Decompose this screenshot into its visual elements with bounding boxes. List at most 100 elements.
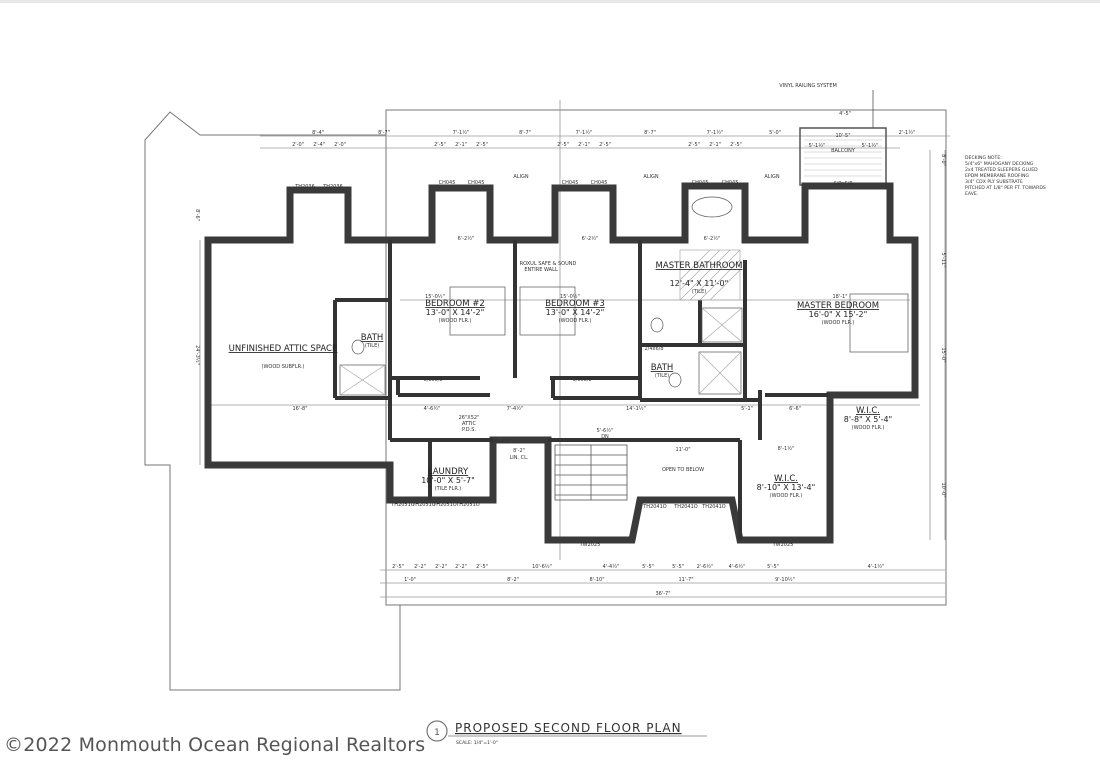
svg-text:TW2025: TW2025: [772, 542, 794, 548]
room-label-balcony: BALCONY: [831, 148, 856, 154]
svg-text:5'-0": 5'-0": [769, 130, 781, 136]
exterior-walls: [204, 182, 919, 544]
svg-text:CH045: CH045: [439, 180, 456, 186]
svg-text:(TILE): (TILE): [692, 289, 706, 295]
svg-text:2'-1½": 2'-1½": [899, 129, 916, 136]
svg-text:(WOOD FLR.): (WOOD FLR.): [770, 493, 803, 499]
svg-text:2'-1": 2'-1": [709, 142, 721, 148]
svg-text:8'-0": 8'-0": [940, 154, 946, 166]
svg-text:CH045: CH045: [722, 180, 739, 186]
svg-text:2'-2": 2'-2": [414, 564, 426, 570]
svg-text:3/4" CDX PLY SUBSTRATE: 3/4" CDX PLY SUBSTRATE: [965, 179, 1023, 185]
svg-text:2'-5": 2'-5": [688, 142, 700, 148]
svg-text:2/4x6/8: 2/4x6/8: [644, 346, 663, 352]
svg-text:EAVE.: EAVE.: [965, 191, 978, 197]
room-label-laundry: LAUNDRY 10'-0" X 5'-7" (TILE FLR.): [421, 467, 475, 492]
svg-text:CH045: CH045: [692, 180, 709, 186]
svg-text:(TILE FLR.): (TILE FLR.): [435, 486, 462, 492]
attic-pds-3: P.D.S.: [462, 427, 476, 433]
align-label-3: ALIGN: [764, 174, 780, 180]
room-label-bath-1: BATH (TILE): [361, 333, 384, 349]
svg-text:6'-2½": 6'-2½": [458, 235, 475, 242]
room-label-bedroom-3: BEDROOM #3 13'-0" X 14'-2" (WOOD FLR.): [545, 299, 605, 324]
svg-text:5'-1½": 5'-1½": [862, 142, 879, 149]
svg-text:(WOOD SUBFLR.): (WOOD SUBFLR.): [262, 364, 305, 370]
open-to-below-label: OPEN TO BELOW: [662, 467, 704, 473]
room-label-master-bedroom: MASTER BEDROOM 16'-0" X 15'-2" (WOOD FLR…: [797, 301, 879, 326]
svg-text:(TILE): (TILE): [655, 373, 669, 379]
svg-text:5'-6½": 5'-6½": [597, 427, 614, 434]
align-label-2: ALIGN: [643, 174, 659, 180]
room-label-bedroom-2: BEDROOM #2 13'-0" X 14'-2" (WOOD FLR.): [425, 299, 485, 324]
svg-text:7'-1½": 7'-1½": [453, 129, 470, 136]
svg-text:10'-0" X 5'-7": 10'-0" X 5'-7": [421, 476, 475, 485]
svg-text:11'-0": 11'-0": [675, 447, 690, 453]
svg-text:8'-7": 8'-7": [519, 130, 531, 136]
room-label-wic-master: W.I.C. 8'-8" X 5'-4" (WOOD FLR.): [844, 406, 892, 431]
room-label-bath-2: BATH (TILE): [651, 363, 674, 379]
svg-text:TH2041O: TH2041O: [673, 504, 698, 510]
svg-text:2'-1": 2'-1": [578, 142, 590, 148]
svg-text:7'-1½": 7'-1½": [707, 129, 724, 136]
svg-text:36'-7": 36'-7": [655, 591, 670, 597]
svg-text:15'-0½": 15'-0½": [425, 293, 445, 300]
svg-text:DECKING NOTE:: DECKING NOTE:: [965, 155, 1002, 161]
svg-text:2'-6½": 2'-6½": [697, 563, 714, 570]
svg-text:MASTER BEDROOM: MASTER BEDROOM: [797, 301, 879, 311]
svg-text:8'-2": 8'-2": [507, 577, 519, 583]
door-tags: 6/0x6/8 6/0x6/8 6/0x6/8 3/0x6/8 2/4x6/8: [423, 181, 852, 445]
svg-text:TH2051O: TH2051O: [455, 502, 480, 508]
beds: [449, 286, 909, 353]
svg-text:4'-6½": 4'-6½": [729, 563, 746, 570]
svg-text:EPDM MEMBRANE ROOFING: EPDM MEMBRANE ROOFING: [965, 173, 1029, 179]
window-tags: TH2036 TH2036 CH045 CH045 CH045 CH045 CH…: [294, 180, 793, 548]
svg-text:(TILE): (TILE): [365, 343, 379, 349]
svg-text:(WOOD FLR.): (WOOD FLR.): [439, 318, 472, 324]
svg-text:13'-0" X 14'-2": 13'-0" X 14'-2": [426, 308, 485, 317]
svg-text:2'-5": 2'-5": [434, 142, 446, 148]
linen-closet-label: LIN. CL.: [509, 455, 528, 461]
dimensions-top: 8'-4" 8'-7" 7'-1½" 8'-7" 7'-1½" 8'-7" 7'…: [292, 111, 915, 149]
svg-text:2'-2": 2'-2": [455, 564, 467, 570]
attic-pds-2: ATTIC: [462, 421, 477, 427]
room-label-wic-hall: W.I.C. 8'-10" X 13'-4" (WOOD FLR.): [757, 474, 816, 499]
sound-wall-label-1: ROXUL SAFE & SOUND: [520, 261, 577, 267]
svg-text:12'-4" X 11'-0": 12'-4" X 11'-0": [670, 279, 729, 288]
svg-text:10'-5": 10'-5": [835, 133, 850, 139]
svg-text:16'-8": 16'-8": [292, 406, 307, 412]
svg-text:1'-0": 1'-0": [404, 577, 416, 583]
roof-outline-main: [385, 109, 947, 606]
svg-text:BEDROOM #3: BEDROOM #3: [545, 299, 605, 309]
svg-text:TH2051O: TH2051O: [390, 502, 415, 508]
svg-text:CH045: CH045: [468, 180, 485, 186]
svg-text:8'-1½": 8'-1½": [778, 445, 795, 452]
railing-label: VINYL RAILING SYSTEM: [779, 83, 837, 89]
svg-text:W.I.C.: W.I.C.: [856, 406, 880, 416]
svg-text:11'-7": 11'-7": [678, 577, 693, 583]
svg-text:2'-0": 2'-0": [292, 142, 304, 148]
svg-text:5'-5": 5'-5": [642, 564, 654, 570]
svg-text:5'-11": 5'-11": [940, 252, 946, 267]
svg-text:13'-0" X 14'-2": 13'-0" X 14'-2": [546, 308, 605, 317]
attic-pds-1: 26"X52": [459, 415, 480, 421]
dimensions-side: 24'-3½" 8'-6" 8'-0" 5'-11" 15'-0" 10'-0": [194, 154, 946, 497]
svg-text:8'-7": 8'-7": [378, 130, 390, 136]
svg-text:BATH: BATH: [651, 363, 674, 373]
svg-text:5'-1": 5'-1": [741, 406, 753, 412]
roof-outline-left: [144, 111, 401, 691]
svg-text:TH2036: TH2036: [294, 184, 315, 190]
svg-text:4'-5": 4'-5": [839, 111, 851, 117]
svg-text:2'-4": 2'-4": [313, 142, 325, 148]
svg-text:7'-1½": 7'-1½": [576, 129, 593, 136]
svg-text:15'-0½": 15'-0½": [560, 293, 580, 300]
svg-text:18'-1": 18'-1": [832, 294, 847, 300]
svg-text:5'-1½": 5'-1½": [809, 142, 826, 149]
svg-text:5/4"x6" MAHOGANY DECKING: 5/4"x6" MAHOGANY DECKING: [965, 161, 1034, 167]
svg-text:8'-10": 8'-10": [589, 577, 604, 583]
svg-text:UNFINISHED ATTIC SPACE: UNFINISHED ATTIC SPACE: [229, 344, 338, 354]
svg-text:15'-0": 15'-0": [940, 347, 946, 362]
svg-text:2'-5": 2'-5": [476, 142, 488, 148]
svg-text:24'-3½": 24'-3½": [194, 345, 201, 365]
svg-text:4'-1½": 4'-1½": [868, 563, 885, 570]
